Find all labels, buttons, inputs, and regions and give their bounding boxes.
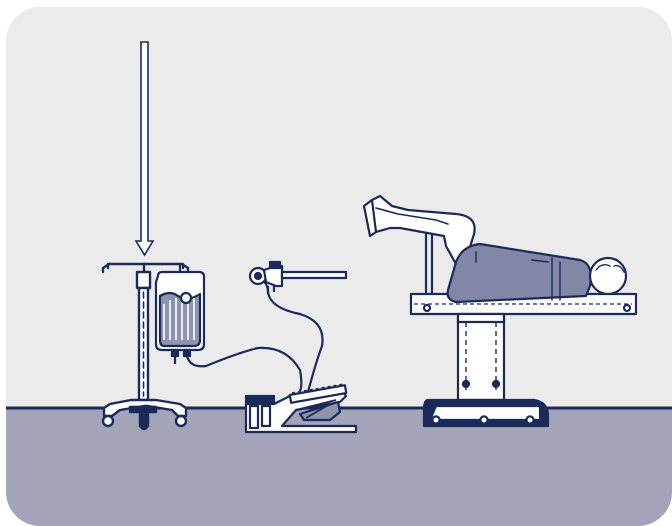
wall (0, 0, 672, 408)
iv-bag (156, 264, 204, 364)
